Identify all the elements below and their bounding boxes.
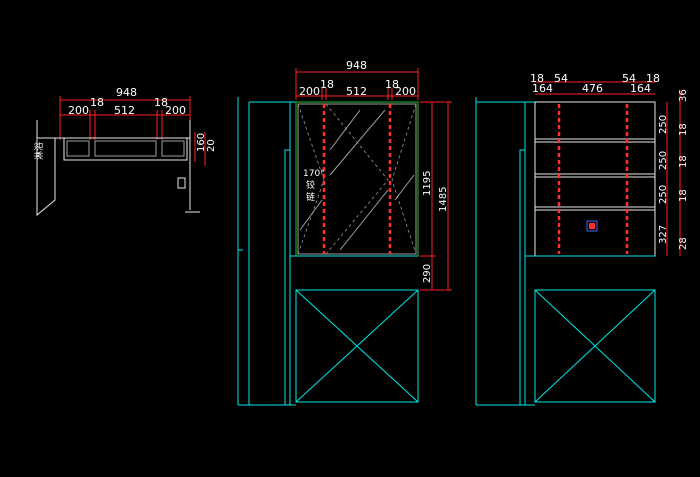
int-top-4: 18 <box>646 72 660 85</box>
front-swing-right <box>391 103 417 255</box>
front-top-small-1: 18 <box>320 78 334 91</box>
int-right-outer-1: 36 <box>678 89 689 102</box>
plan-side-dim-1: 160 <box>196 133 207 152</box>
front-hinge-label-2: 链 <box>306 191 315 203</box>
front-swing-left <box>297 103 325 255</box>
front-dim-1195: 1195 <box>422 171 433 196</box>
plan-side-dim-2: 20 <box>206 139 217 152</box>
front-top-small-2: 18 <box>385 78 399 91</box>
front-reflect-5 <box>394 174 415 201</box>
front-hinge-label-1: 铰 <box>306 179 315 191</box>
plan-cabinet-mirror <box>94 140 157 157</box>
plan-view: 948 200 18 512 18 200 160 20 淋浴 <box>33 86 217 217</box>
front-elevation: 948 18 18 200 512 200 170° <box>237 59 452 406</box>
int-right-outer-2: 18 <box>678 123 689 136</box>
front-mirror-cabinet <box>295 101 419 257</box>
plan-overall-dim: 948 <box>116 86 137 99</box>
int-base-x-2 <box>534 289 656 403</box>
front-dim-290: 290 <box>422 264 433 283</box>
int-top-7: 164 <box>630 82 651 95</box>
front-reflect-2 <box>329 109 386 176</box>
plan-cabinet-right-door <box>161 140 185 157</box>
front-part-1: 200 <box>299 85 320 98</box>
plan-wall-left <box>36 138 56 217</box>
int-right-outer-3: 18 <box>678 155 689 168</box>
int-right-inner-4: 327 <box>658 225 669 244</box>
front-reflect-3 <box>339 189 389 251</box>
int-top-2: 54 <box>554 72 568 85</box>
plan-part-5: 200 <box>165 104 186 117</box>
front-reflect-1 <box>329 109 361 151</box>
int-side-post <box>519 149 526 406</box>
int-socket-icon-inner <box>589 223 595 229</box>
front-base-x-2 <box>295 289 419 403</box>
front-reflect-4 <box>299 199 323 231</box>
plan-cabinet-left-door <box>66 140 90 157</box>
int-base-cabinet <box>534 289 656 403</box>
int-top-5: 164 <box>532 82 553 95</box>
front-side-post <box>284 149 291 406</box>
plan-shower-label: 淋浴 <box>33 142 45 160</box>
front-mirror-inner <box>297 103 417 255</box>
int-right-outer-5: 28 <box>678 237 689 250</box>
front-base-cabinet <box>295 289 419 403</box>
int-right-inner-2: 250 <box>658 151 669 170</box>
int-right-inner-1: 250 <box>658 115 669 134</box>
front-dim-1485: 1485 <box>438 187 449 212</box>
front-part-2: 512 <box>346 85 367 98</box>
front-part-3: 200 <box>395 85 416 98</box>
int-right-outer-4: 18 <box>678 189 689 202</box>
int-top-3: 54 <box>622 72 636 85</box>
interior-elevation: 18 54 54 18 164 476 164 250 250 <box>475 72 689 406</box>
plan-fixture <box>177 177 186 189</box>
plan-part-4: 18 <box>154 96 168 109</box>
int-socket-icon <box>586 220 598 232</box>
int-top-6: 476 <box>582 82 603 95</box>
int-top-1: 18 <box>530 72 544 85</box>
plan-part-3: 512 <box>114 104 135 117</box>
front-hinge-angle: 170° <box>303 169 325 179</box>
front-swing-mid <box>325 103 389 255</box>
int-shelf-frame <box>534 101 656 257</box>
front-overall-dim: 948 <box>346 59 367 72</box>
plan-part-1: 200 <box>68 104 89 117</box>
plan-part-2: 18 <box>90 96 104 109</box>
int-right-inner-3: 250 <box>658 185 669 204</box>
